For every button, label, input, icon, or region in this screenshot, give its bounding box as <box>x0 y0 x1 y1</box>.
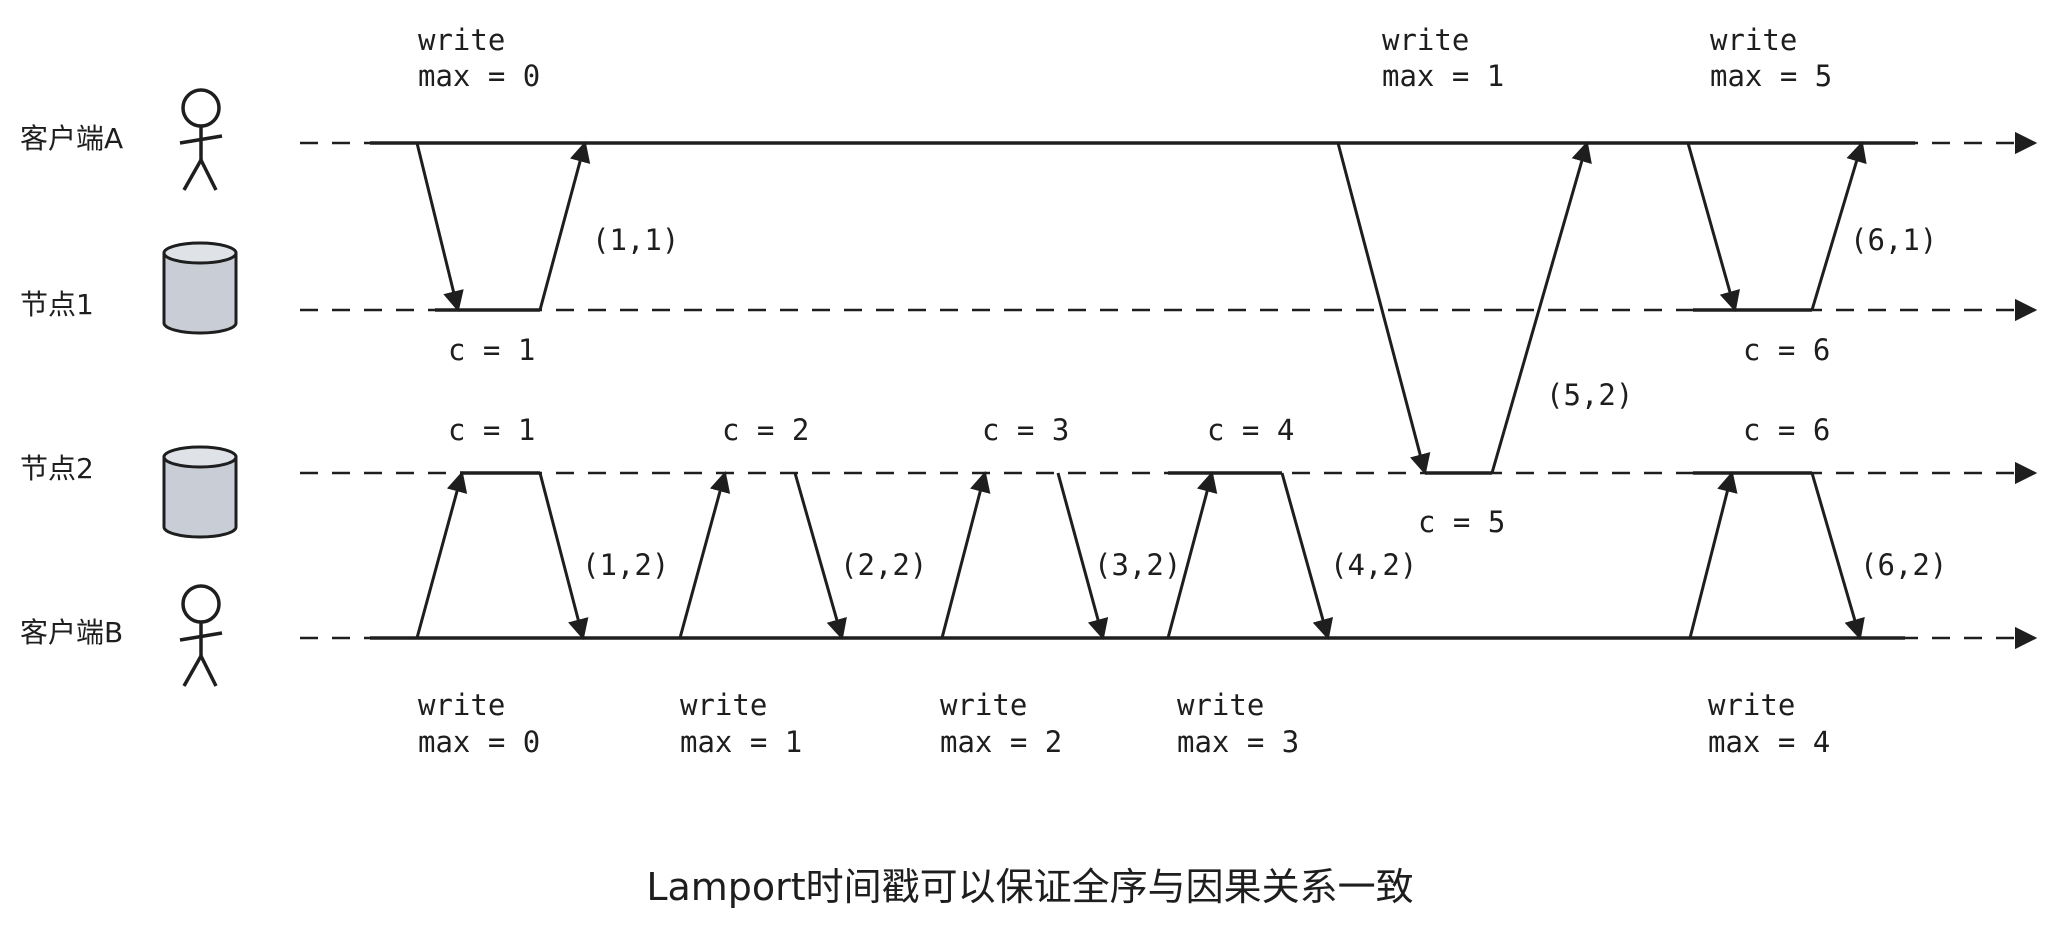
person-icon <box>179 584 223 687</box>
client-b-max-label: max = 1 <box>680 725 802 759</box>
lane-label-client-a: 客户端A <box>20 122 123 155</box>
person-icon <box>179 88 223 191</box>
database-icon <box>162 445 238 539</box>
arrow-b-to-node2-req-3 <box>940 470 991 639</box>
arrow-node2-to-b-resp-3 <box>1056 472 1109 641</box>
client-a-max-label: max = 1 <box>1382 59 1504 93</box>
lane-label-client-b: 客户端B <box>20 616 123 649</box>
timestamp-label: (3,2) <box>1094 548 1181 582</box>
node2-counter-label: c = 3 <box>982 413 1069 447</box>
node1-counter-label: c = 6 <box>1743 333 1830 367</box>
arrow-a-to-node1-req-1 <box>415 142 464 313</box>
client-b-write-label: write <box>680 688 767 722</box>
arrow-node1-to-a-resp-3 <box>1810 140 1867 311</box>
arrow-node2-to-b-resp-2 <box>793 472 847 641</box>
arrow-node2-to-a-resp-2 <box>1490 140 1592 474</box>
node1-counter-label: c = 1 <box>448 333 535 367</box>
database-icon <box>162 241 238 335</box>
node2-counter-label: c = 6 <box>1743 413 1830 447</box>
arrow-node2-to-b-resp-5 <box>1810 472 1865 641</box>
timestamp-label: (6,2) <box>1860 548 1947 582</box>
arrow-b-to-node2-req-1 <box>415 470 468 639</box>
arrow-b-to-node2-req-4 <box>1166 470 1218 639</box>
timestamp-label: (1,2) <box>582 548 669 582</box>
node2-counter-label: c = 5 <box>1418 505 1505 539</box>
client-a-max-label: max = 0 <box>418 59 540 93</box>
client-b-max-label: max = 3 <box>1177 725 1299 759</box>
client-b-write-label: write <box>1708 688 1795 722</box>
client-a-max-label: max = 5 <box>1710 59 1832 93</box>
lane-label-node-1: 节点1 <box>20 288 94 321</box>
client-b-max-label: max = 0 <box>418 725 540 759</box>
client-b-write-label: write <box>418 688 505 722</box>
arrow-a-to-node1-req-3 <box>1686 142 1740 313</box>
timestamp-label: (5,2) <box>1546 378 1633 412</box>
lane-label-node-2: 节点2 <box>20 452 94 485</box>
timestamp-label: (2,2) <box>840 548 927 582</box>
node2-counter-label: c = 1 <box>448 413 535 447</box>
client-b-max-label: max = 4 <box>1708 725 1830 759</box>
client-b-max-label: max = 2 <box>940 725 1062 759</box>
client-a-write-label: write <box>1382 23 1469 57</box>
timestamp-label: (1,1) <box>592 223 679 257</box>
arrow-node1-to-a-resp-1 <box>538 140 591 311</box>
arrow-a-to-node2-req-2 <box>1336 142 1431 476</box>
arrow-b-to-node2-req-2 <box>678 470 731 639</box>
arrow-node2-to-b-resp-4 <box>1280 472 1334 641</box>
diagram-caption: Lamport时间戳可以保证全序与因果关系一致 <box>646 865 1413 909</box>
arrow-node2-to-b-resp-1 <box>538 472 589 641</box>
node2-counter-label: c = 4 <box>1207 413 1294 447</box>
node2-counter-label: c = 2 <box>722 413 809 447</box>
client-a-write-label: write <box>418 23 505 57</box>
client-a-write-label: write <box>1710 23 1797 57</box>
timestamp-label: (4,2) <box>1330 548 1417 582</box>
client-b-write-label: write <box>1177 688 1264 722</box>
client-b-write-label: write <box>940 688 1027 722</box>
arrow-b-to-node2-req-5 <box>1688 470 1738 639</box>
timestamp-label: (6,1) <box>1850 223 1937 257</box>
